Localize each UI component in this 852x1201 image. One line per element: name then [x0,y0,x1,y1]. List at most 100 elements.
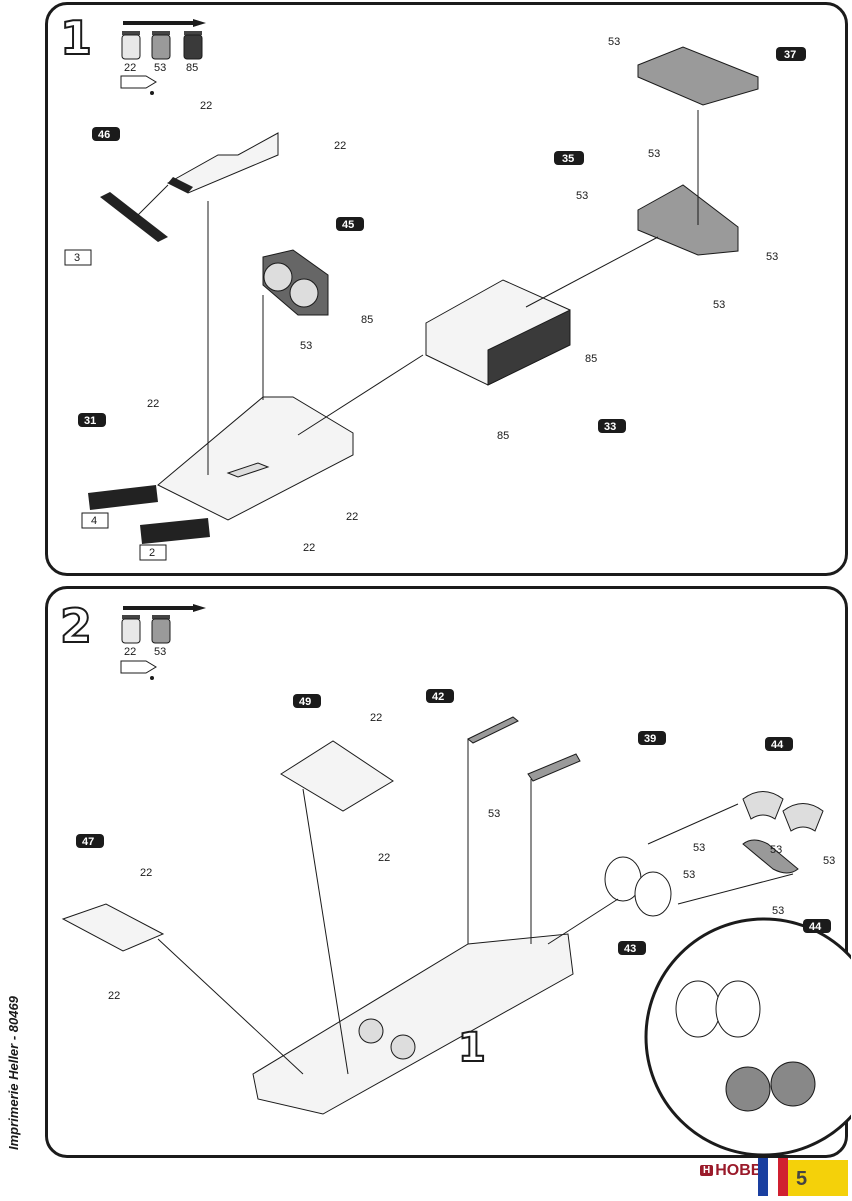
paint-pot-53-icon [151,31,171,60]
svg-text:3: 3 [74,252,80,264]
ref-box: 4 [81,512,109,529]
part-number-pill: 42 [426,689,454,703]
part-number-pill: 46 [92,127,120,141]
paint-code-label: 22 [124,62,136,74]
ref-box: 3 [64,249,92,266]
svg-text:47: 47 [82,836,94,848]
part-43-exhausts [604,856,672,917]
paint-code-label: 22 [140,867,152,879]
glue-tube-icon [120,75,157,95]
paint-code-label: 53 [823,855,835,867]
assembly-arrows [207,110,699,475]
chassis-assembly [252,933,574,1115]
paint-code-label: 22 [200,100,212,112]
paint-code-label: 53 [772,905,784,917]
paint-brush-icon [123,604,206,612]
paint-code-label: 53 [488,808,500,820]
part-44-shells [742,791,824,874]
part-rear-wing-37 [637,46,759,106]
glue-tube-icon [120,660,157,680]
svg-text:37: 37 [784,49,796,61]
paint-code-label: 22 [108,990,120,1002]
paint-code-label: 22 [124,646,136,658]
assembly-ref-number: 1 [458,1025,486,1071]
paint-code-label: 53 [154,646,166,658]
step-number: 2 [59,599,93,653]
part-number-pill: 37 [776,47,806,61]
page-number-badge [788,1160,848,1196]
part-tray-35 [637,184,739,256]
assembly-arrows [157,739,794,1075]
paint-code-label: 22 [303,542,315,554]
paint-code-label: 53 [648,148,660,160]
svg-text:42: 42 [432,691,444,703]
part-number-pill: 35 [554,151,584,165]
paint-code-label: 53 [300,340,312,352]
svg-text:31: 31 [84,415,96,427]
svg-text:39: 39 [644,733,656,745]
page-number: 5 [796,1168,808,1190]
part-number-pill: 49 [293,694,321,708]
detail-magnifier [644,917,851,1157]
brand-mark: H [700,1165,714,1176]
paint-code-label: 22 [334,140,346,152]
paint-code-label: 53 [576,190,588,202]
step-1-diagram: 22 53 85 [64,19,806,561]
part-floor-31 [157,396,354,521]
svg-text:49: 49 [299,696,311,708]
paint-code-label: 22 [370,712,382,724]
part-number-pill: 33 [598,419,626,433]
part-black-side-strips [88,485,210,544]
part-black-strip [100,192,168,242]
paint-code-label: 22 [378,852,390,864]
part-cover-49 [280,740,394,812]
part-number-pill: 45 [336,217,364,231]
flag-icon [758,1158,790,1196]
paint-code-label: 53 [770,844,782,856]
part-42 [467,716,519,744]
paint-code-label: 85 [497,430,509,442]
svg-text:44: 44 [809,921,822,933]
part-number-pill: 39 [638,731,666,745]
part-box-33 [425,279,571,386]
part-radiators-45 [262,249,329,316]
part-number-pill: 47 [76,834,104,848]
printer-credit: Imprimerie Heller - 80469 [6,996,21,1150]
svg-text:44: 44 [771,739,784,751]
svg-text:43: 43 [624,943,636,955]
paint-pot-22-icon [121,615,141,644]
paint-pot-85-icon [183,31,203,60]
part-number-pill: 44 [765,737,793,751]
paint-pot-22-icon [121,31,141,60]
paint-code-label: 53 [713,299,725,311]
step-2-panel: 2 22 53 [45,586,851,1158]
paint-code-label: 53 [766,251,778,263]
paint-code-label: 85 [186,62,198,74]
svg-text:46: 46 [98,129,110,141]
ref-box: 2 [139,544,167,561]
svg-text:35: 35 [562,153,574,165]
paint-code-label: 22 [147,398,159,410]
part-number-pill: 44 [803,919,831,933]
part-cover-47 [61,903,165,952]
part-fairing-46 [166,132,279,194]
paint-code-label: 53 [683,869,695,881]
paint-code-label: 85 [585,353,597,365]
step-1-panel: 1 22 53 85 [45,2,848,576]
paint-code-label: 22 [346,511,358,523]
paint-code-label: 53 [154,62,166,74]
svg-text:4: 4 [91,515,97,527]
paint-brush-icon [123,19,206,27]
step-2-diagram: 22 53 [61,604,851,1157]
paint-code-label: 53 [693,842,705,854]
step-number: 1 [59,11,93,65]
svg-text:33: 33 [604,421,616,433]
paint-code-label: 53 [608,36,620,48]
paint-pot-53-icon [151,615,171,644]
svg-text:45: 45 [342,219,354,231]
svg-text:2: 2 [149,547,155,559]
paint-code-label: 85 [361,314,373,326]
part-39 [527,753,581,782]
part-number-pill: 43 [618,941,646,955]
part-number-pill: 31 [78,413,106,427]
